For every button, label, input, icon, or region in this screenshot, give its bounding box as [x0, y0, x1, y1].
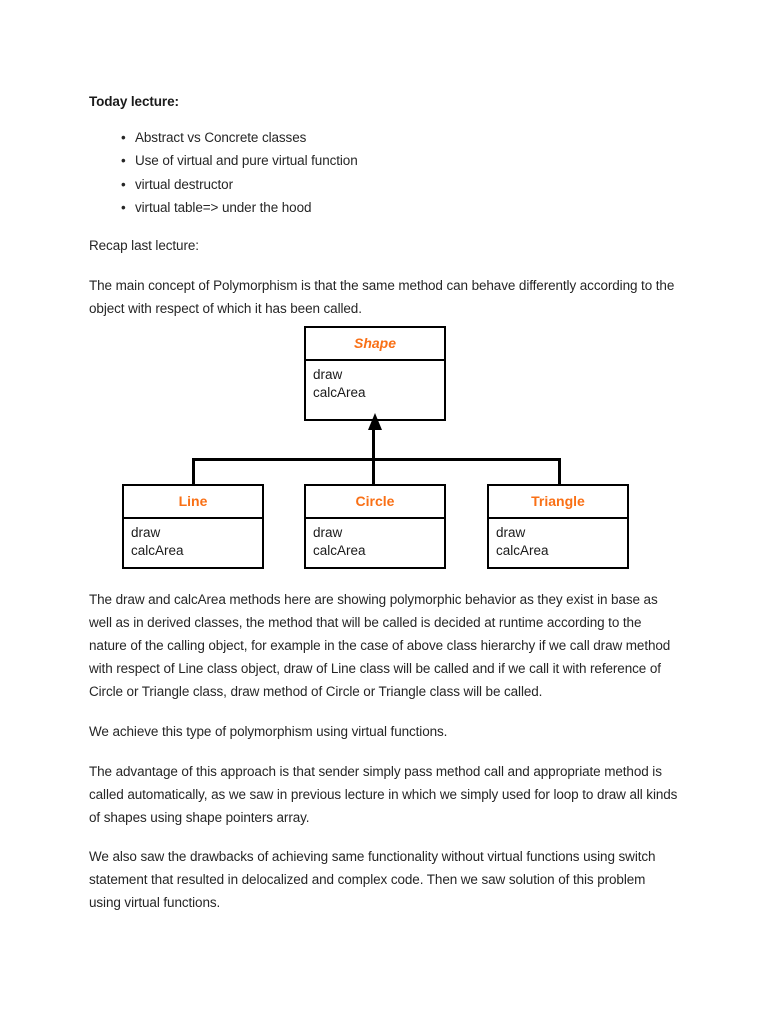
uml-class-name-circle: Circle	[306, 486, 444, 519]
uml-method: calcArea	[131, 543, 184, 559]
paragraph-polymorphic-behavior: The draw and calcArea methods here are s…	[89, 592, 671, 699]
list-item-label: Use of virtual and pure virtual function	[135, 153, 358, 169]
uml-class-box-line: Line draw calcArea	[122, 484, 264, 569]
inheritance-arrowhead-icon	[367, 413, 382, 430]
list-item-label: virtual table=> under the hood	[135, 199, 312, 215]
uml-class-name-triangle: Triangle	[489, 486, 627, 519]
inheritance-bus-line	[192, 458, 561, 461]
recap-label: Recap last lecture:	[89, 238, 199, 254]
uml-method: calcArea	[313, 543, 366, 559]
uml-method-list-circle: draw calcArea	[306, 519, 444, 561]
uml-class-name-shape: Shape	[306, 328, 444, 361]
uml-method: calcArea	[313, 385, 366, 401]
lecture-topics-list: • Abstract vs Concrete classes • Use of …	[89, 126, 679, 219]
list-item: • virtual table=> under the hood	[89, 196, 679, 219]
bullet-icon: •	[121, 130, 126, 146]
bullet-icon: •	[121, 199, 126, 215]
page-title: Today lecture:	[89, 94, 179, 109]
uml-method: draw	[131, 525, 161, 540]
paragraph-virtual-functions: We achieve this type of polymorphism usi…	[89, 723, 448, 739]
uml-method-list-line: draw calcArea	[124, 519, 262, 561]
inheritance-drop-line-triangle	[558, 458, 561, 485]
bullet-icon: •	[121, 153, 126, 169]
list-item: • Abstract vs Concrete classes	[89, 126, 679, 149]
uml-class-box-triangle: Triangle draw calcArea	[487, 484, 629, 569]
uml-class-name-line: Line	[124, 486, 262, 519]
uml-class-box-shape: Shape draw calcArea	[304, 326, 446, 421]
inheritance-trunk-line	[372, 428, 375, 460]
uml-class-diagram: Shape draw calcArea Line draw calcArea	[110, 318, 650, 580]
inheritance-drop-line-line	[192, 458, 195, 485]
list-item-label: virtual destructor	[135, 176, 233, 192]
list-item-label: Abstract vs Concrete classes	[135, 130, 307, 146]
uml-class-box-circle: Circle draw calcArea	[304, 484, 446, 569]
list-item: • virtual destructor	[89, 173, 679, 196]
paragraph-polymorphism-intro: The main concept of Polymorphism is that…	[89, 278, 675, 316]
uml-method: calcArea	[496, 543, 549, 559]
paragraph-advantage: The advantage of this approach is that s…	[89, 763, 678, 825]
uml-method-list-triangle: draw calcArea	[489, 519, 627, 561]
inheritance-drop-line-circle	[372, 458, 375, 485]
document-content-lower: The draw and calcArea methods here are s…	[89, 589, 679, 932]
uml-method: draw	[496, 525, 526, 540]
paragraph-drawbacks: We also saw the drawbacks of achieving s…	[89, 849, 656, 911]
uml-method-list-shape: draw calcArea	[306, 361, 444, 403]
uml-method: draw	[313, 525, 343, 540]
list-item: • Use of virtual and pure virtual functi…	[89, 149, 679, 172]
document-content: Today lecture: • Abstract vs Concrete cl…	[89, 92, 679, 338]
uml-method: draw	[313, 367, 343, 382]
bullet-icon: •	[121, 176, 126, 192]
